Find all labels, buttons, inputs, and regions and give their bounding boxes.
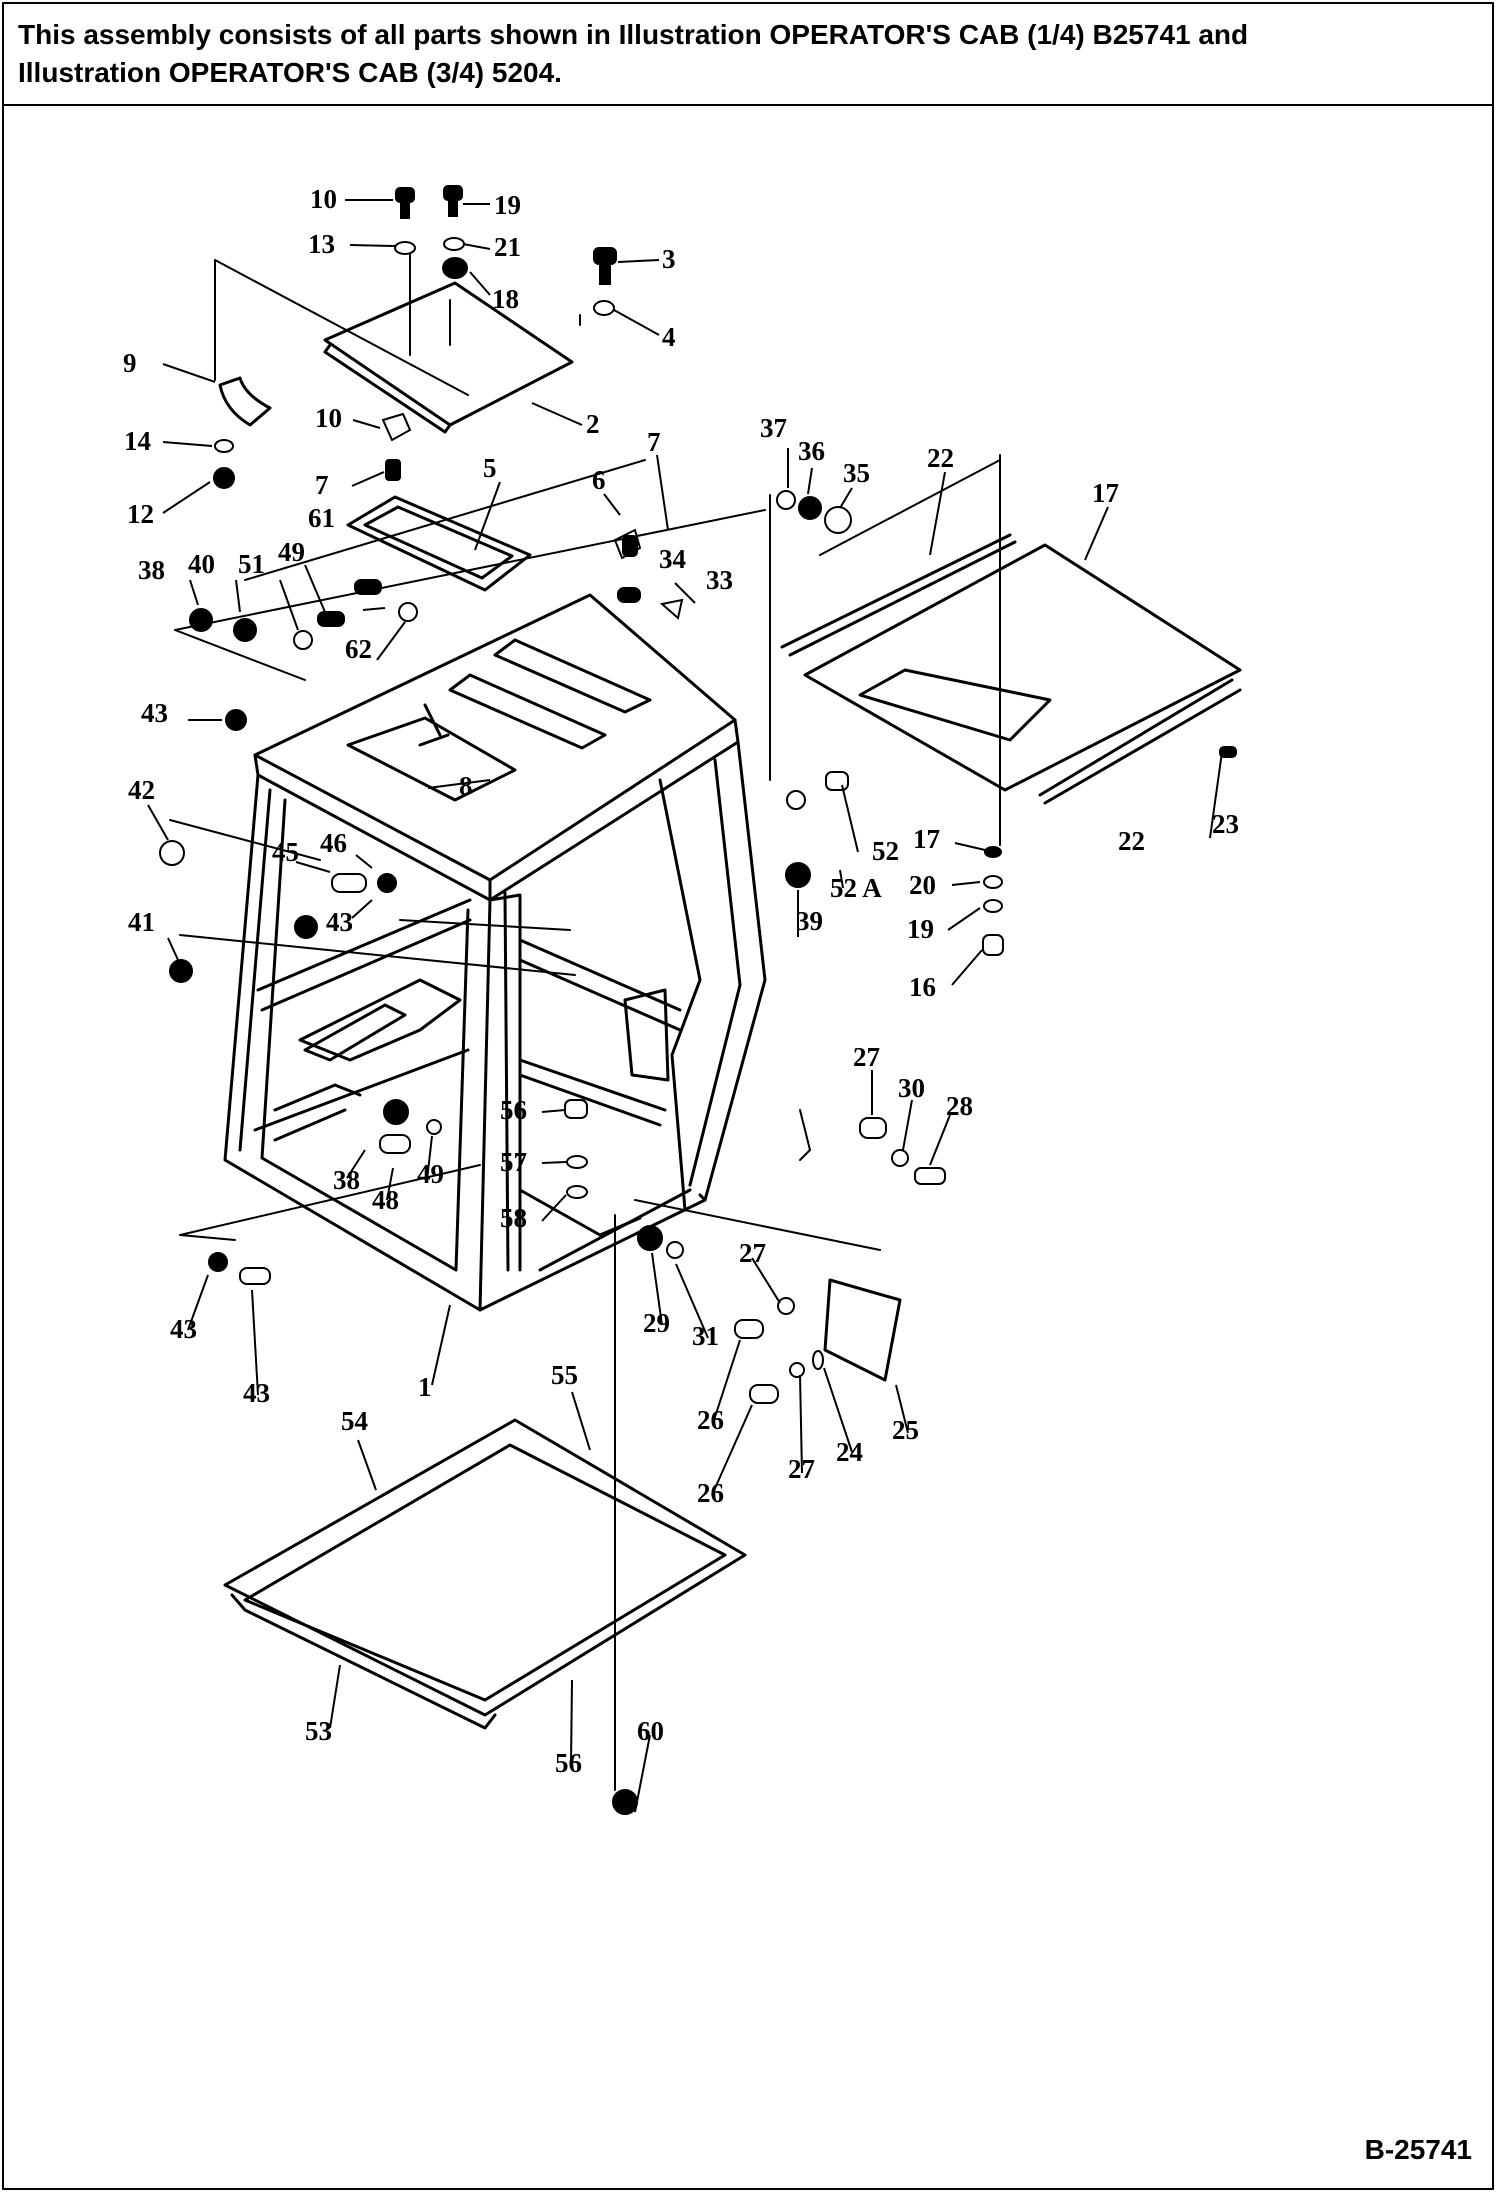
callout-label: 33 xyxy=(706,565,733,595)
callout-label: 37 xyxy=(760,413,787,443)
callout-label: 38 xyxy=(138,555,165,585)
assembly-caption: This assembly consists of all parts show… xyxy=(18,16,1478,92)
callout-label: 27 xyxy=(739,1238,766,1268)
callout-label: 26 xyxy=(697,1478,724,1508)
callout-label: 17 xyxy=(913,824,940,854)
roof-hatch-cover xyxy=(323,281,574,427)
callout-label: 3 xyxy=(662,244,676,274)
callout-label: 62 xyxy=(345,634,372,664)
seal-strip-lower xyxy=(1038,678,1242,805)
caption-line-2: Illustration OPERATOR'S CAB (3/4) 5204. xyxy=(18,57,562,88)
callout-label: 5 xyxy=(483,453,497,483)
callout-label: 61 xyxy=(308,503,335,533)
callout-label: 29 xyxy=(643,1308,670,1338)
callout-label: 16 xyxy=(909,972,936,1002)
callout-label: 31 xyxy=(692,1321,719,1351)
callout-label: 49 xyxy=(417,1159,444,1189)
callout-label: 56 xyxy=(555,1748,582,1778)
seal-strip-upper xyxy=(780,533,1017,657)
floor-plate xyxy=(223,1418,747,1717)
callout-label: 12 xyxy=(127,499,154,529)
window-seal xyxy=(346,495,532,592)
callout-label: 54 xyxy=(341,1406,368,1436)
callout-label: 46 xyxy=(320,828,347,858)
callout-label: 8 xyxy=(459,771,473,801)
callout-label: 2 xyxy=(586,409,600,439)
header-divider xyxy=(2,104,1494,106)
callout-label: 43 xyxy=(141,698,168,728)
callout-label: 56 xyxy=(500,1095,527,1125)
sign-plate xyxy=(823,1278,902,1382)
callout-label: 9 xyxy=(123,348,137,378)
callout-label: 43 xyxy=(326,907,353,937)
callout-label: 18 xyxy=(492,284,519,314)
callout-label: 6 xyxy=(592,465,606,495)
callout-label: 49 xyxy=(278,537,305,567)
callout-label: 42 xyxy=(128,775,155,805)
callout-label: 19 xyxy=(494,190,521,220)
callout-label: 57 xyxy=(500,1147,527,1177)
grab-handle xyxy=(218,376,272,427)
callout-label: 41 xyxy=(128,907,155,937)
callout-label: 35 xyxy=(843,458,870,488)
callout-label: 7 xyxy=(647,427,661,457)
callout-label: 10 xyxy=(315,403,342,433)
callout-label: 1 xyxy=(418,1372,432,1402)
caption-line-1: This assembly consists of all parts show… xyxy=(18,19,1249,50)
callout-label: 36 xyxy=(798,436,825,466)
callout-label: 51 xyxy=(238,549,265,579)
callout-label: 19 xyxy=(907,914,934,944)
callout-label: 7 xyxy=(315,470,329,500)
callout-label: 38 xyxy=(333,1165,360,1195)
callout-label: 17 xyxy=(1092,478,1119,508)
callout-label: 26 xyxy=(697,1405,724,1435)
callout-label: 52 A xyxy=(830,873,882,903)
callout-label: 21 xyxy=(494,232,521,262)
callout-label: 23 xyxy=(1212,809,1239,839)
callout-label: 30 xyxy=(898,1073,925,1103)
callout-label: 60 xyxy=(637,1716,664,1746)
callout-label: 53 xyxy=(305,1716,332,1746)
callout-label: 13 xyxy=(308,229,335,259)
callout-label: 22 xyxy=(927,443,954,473)
callout-label: 40 xyxy=(188,549,215,579)
callout-label: 34 xyxy=(659,544,686,574)
cab-frame xyxy=(223,593,767,1312)
roof-glass-panel xyxy=(803,543,1242,792)
callout-label: 4 xyxy=(662,322,676,352)
callout-label: 20 xyxy=(909,870,936,900)
callout-label: 55 xyxy=(551,1360,578,1390)
callout-label: 14 xyxy=(124,426,151,456)
callout-label: 45 xyxy=(272,837,299,867)
callout-label: 10 xyxy=(310,184,337,214)
callout-label: 22 xyxy=(1118,826,1145,856)
figure-id: B-25741 xyxy=(1364,2134,1472,2165)
callout-label: 48 xyxy=(372,1185,399,1215)
callout-label: 58 xyxy=(500,1203,527,1233)
callout-label: 52 xyxy=(872,836,899,866)
callout-label: 27 xyxy=(853,1042,880,1072)
callout-label: 39 xyxy=(796,906,823,936)
